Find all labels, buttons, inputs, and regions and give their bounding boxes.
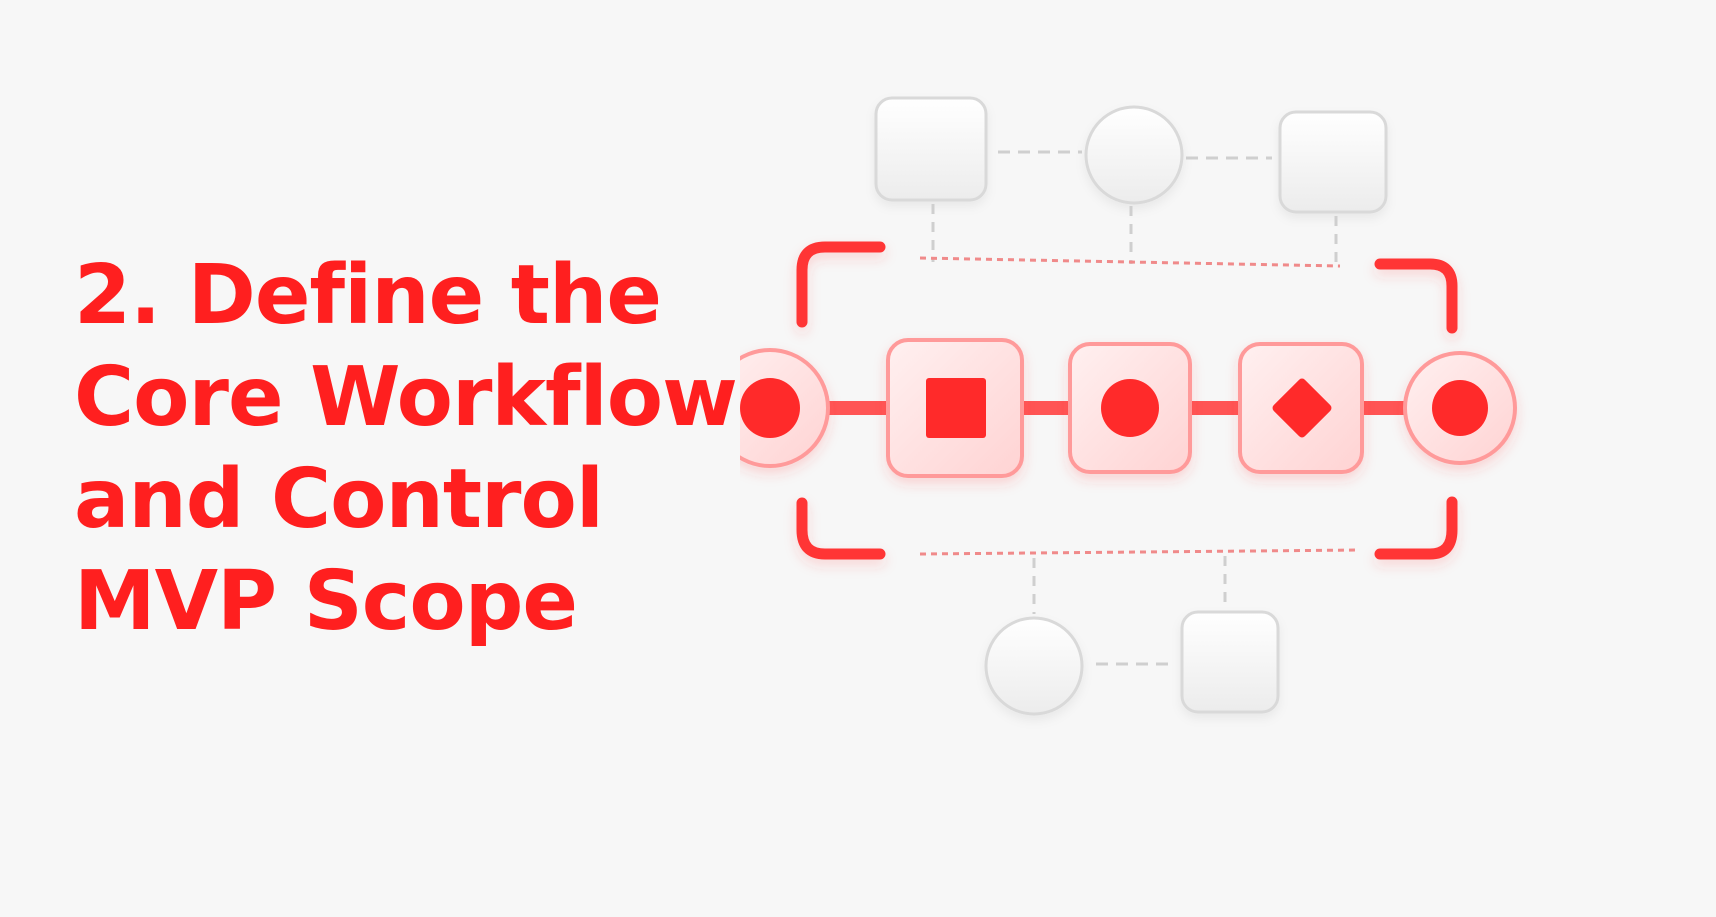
node-step-square [886, 338, 1024, 478]
diamond-icon [1272, 378, 1332, 438]
workflow-diagram [740, 96, 1517, 716]
dashed-red-line-top [919, 256, 1341, 268]
headline-line-1: 2. Define the [74, 248, 662, 343]
ghost-circle-bottom [984, 616, 1084, 716]
ghost-row-bottom [919, 548, 1361, 716]
bracket-top-left [796, 241, 886, 328]
node-step-circle [1068, 342, 1192, 474]
circle-icon [1101, 379, 1159, 437]
scope-bracket [796, 241, 1458, 560]
ghost-square-bottom [1180, 610, 1280, 714]
headline-line-2: Core Workflow [74, 350, 738, 445]
node-end-dot [1432, 380, 1488, 436]
headline-line-3: and Control [74, 452, 604, 547]
bracket-top-right [1374, 258, 1458, 334]
headline-line-4: MVP Scope [74, 554, 578, 649]
ghost-square-top-left [874, 96, 988, 202]
node-start-dot [740, 378, 800, 438]
core-nodes [740, 338, 1517, 478]
headline: 2. Define the Core Workflow and Control … [74, 245, 738, 653]
bracket-bottom-right [1374, 496, 1458, 560]
dashed-red-line-bottom [919, 548, 1361, 556]
ghost-circle-top-center [1084, 105, 1184, 205]
node-start [740, 348, 830, 468]
bracket-bottom-left [796, 497, 886, 560]
node-step-diamond [1238, 342, 1364, 474]
ghost-row-top [874, 96, 1388, 270]
square-icon [926, 378, 986, 438]
ghost-square-top-right [1278, 110, 1388, 214]
node-end [1403, 351, 1517, 465]
